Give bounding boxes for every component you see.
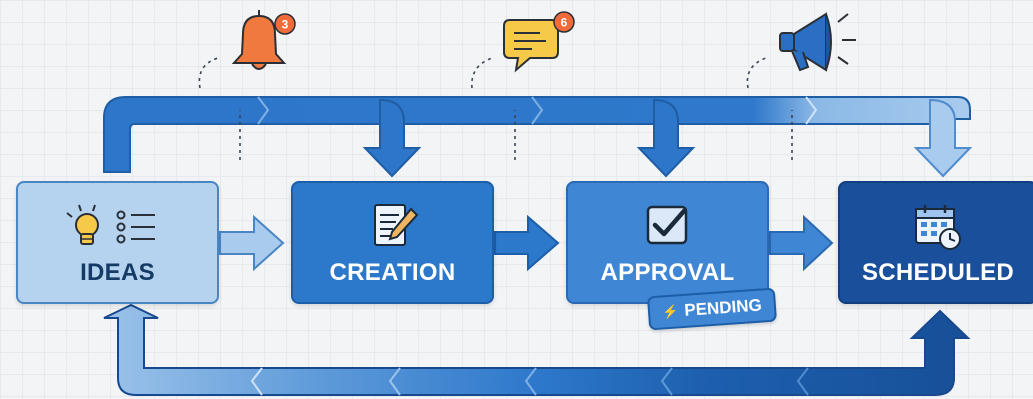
stage-scheduled[interactable]: SCHEDULED [838,181,1033,304]
stage-label: APPROVAL [600,259,735,286]
stage-label: CREATION [329,259,456,286]
lightning-icon: ⚡ [661,303,679,320]
megaphone-icon [779,12,856,72]
ideas-icons [18,201,217,253]
chat-bubble-icon [503,19,559,73]
stage-label: IDEAS [80,259,155,286]
bell-count: 3 [282,18,289,32]
notification-connectors [198,57,793,160]
arrow-approval-to-scheduled [769,214,834,272]
stage-approval[interactable]: APPROVAL [566,181,769,304]
calendar-clock-icon [840,201,1033,253]
document-edit-icon [293,201,492,253]
arrow-ideas-to-creation [219,214,285,272]
chat-count-badge: 6 [553,11,575,33]
stage-label: SCHEDULED [861,259,1015,286]
bell-icon [231,10,287,70]
chat-count: 6 [561,16,568,30]
lightbulb-icon [65,204,99,245]
list-icon [116,210,155,244]
bottom-return-band [103,303,971,396]
stage-ideas[interactable]: IDEAS [16,181,219,304]
badge-label: PENDING [683,295,763,320]
checkbox-icon [568,201,767,253]
down-arrow-to-creation [362,98,422,178]
bell-count-badge: 3 [274,13,296,35]
stage-creation[interactable]: CREATION [291,181,494,304]
arrow-creation-to-approval [494,214,560,272]
down-arrow-to-scheduled [913,98,973,178]
down-arrow-to-approval [636,98,696,178]
top-flow-band [103,96,971,173]
